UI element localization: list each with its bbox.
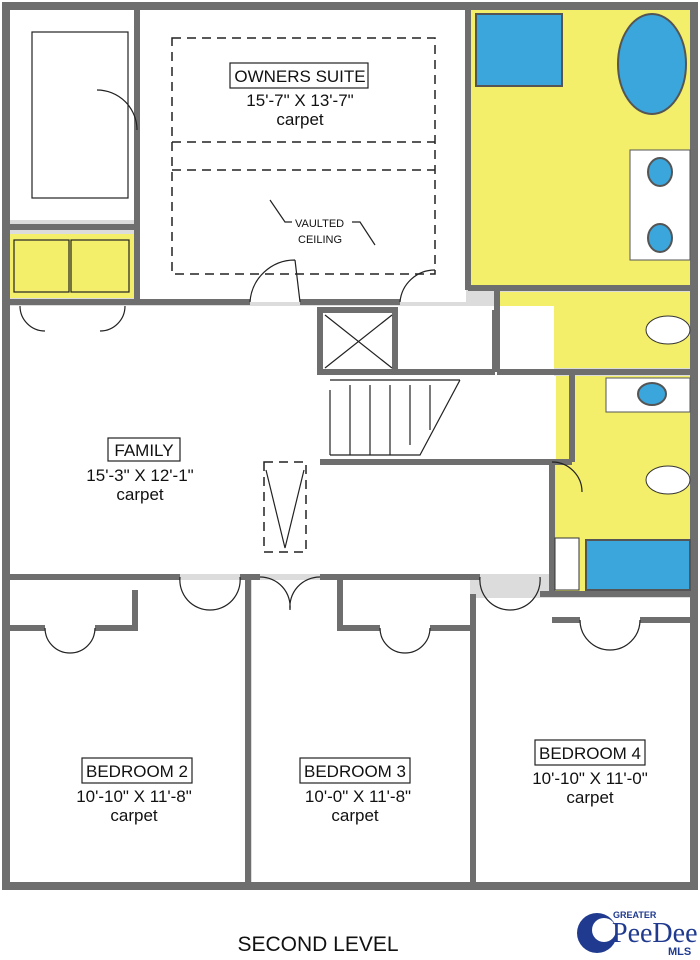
family-name: FAMILY <box>114 441 173 460</box>
bedroom-2-name: BEDROOM 2 <box>86 762 188 781</box>
svg-text:PeeDee: PeeDee <box>612 918 698 949</box>
hall-bathtub <box>585 539 691 591</box>
doors <box>19 89 641 654</box>
toilet-icon <box>645 465 691 495</box>
bedroom-4-name: BEDROOM 4 <box>539 744 641 763</box>
owners-suite <box>140 10 466 302</box>
staircase <box>324 314 461 456</box>
owners-suite-size: 15'-7" X 13'-7" <box>246 91 353 110</box>
shower <box>475 13 563 87</box>
vaulted-note: VAULTED <box>295 218 344 230</box>
sink-icon <box>647 157 673 187</box>
owners-label-box <box>229 62 369 89</box>
bedroom-4-floor: carpet <box>566 788 614 807</box>
owners-suite-floor: carpet <box>276 110 324 129</box>
svg-text:GREATER: GREATER <box>613 910 657 920</box>
bedroom-3-name: BEDROOM 3 <box>304 762 406 781</box>
bathtub <box>617 13 687 115</box>
level-title: SECOND LEVEL <box>237 933 398 956</box>
bedroom-2-floor: carpet <box>110 806 158 825</box>
sink-icon <box>647 223 673 253</box>
bedroom-4-area <box>476 598 692 884</box>
walk-in-closet <box>10 10 134 220</box>
peedee-mls-logo: GREATER PeeDee MLS <box>577 910 698 958</box>
bedroom-2-size: 10'-10" X 11'-8" <box>76 787 192 806</box>
sink-icon <box>637 382 667 406</box>
bedroom-3-size: 10'-0" X 11'-8" <box>305 787 411 806</box>
owners-suite-name: OWNERS SUITE <box>234 67 365 86</box>
family-size: 15'-3" X 12'-1" <box>86 466 193 485</box>
ceiling-note: CEILING <box>298 234 342 246</box>
stair <box>320 376 570 460</box>
bedroom-3-floor: carpet <box>331 806 379 825</box>
toilet-icon <box>645 315 691 345</box>
attic-access <box>263 461 307 553</box>
laundry <box>10 234 134 298</box>
room-fills <box>10 10 692 884</box>
family-floor: carpet <box>116 485 164 504</box>
svg-text:MLS: MLS <box>668 946 691 958</box>
walls <box>2 2 698 890</box>
bedroom-4-size: 10'-10" X 11'-0" <box>532 769 648 788</box>
